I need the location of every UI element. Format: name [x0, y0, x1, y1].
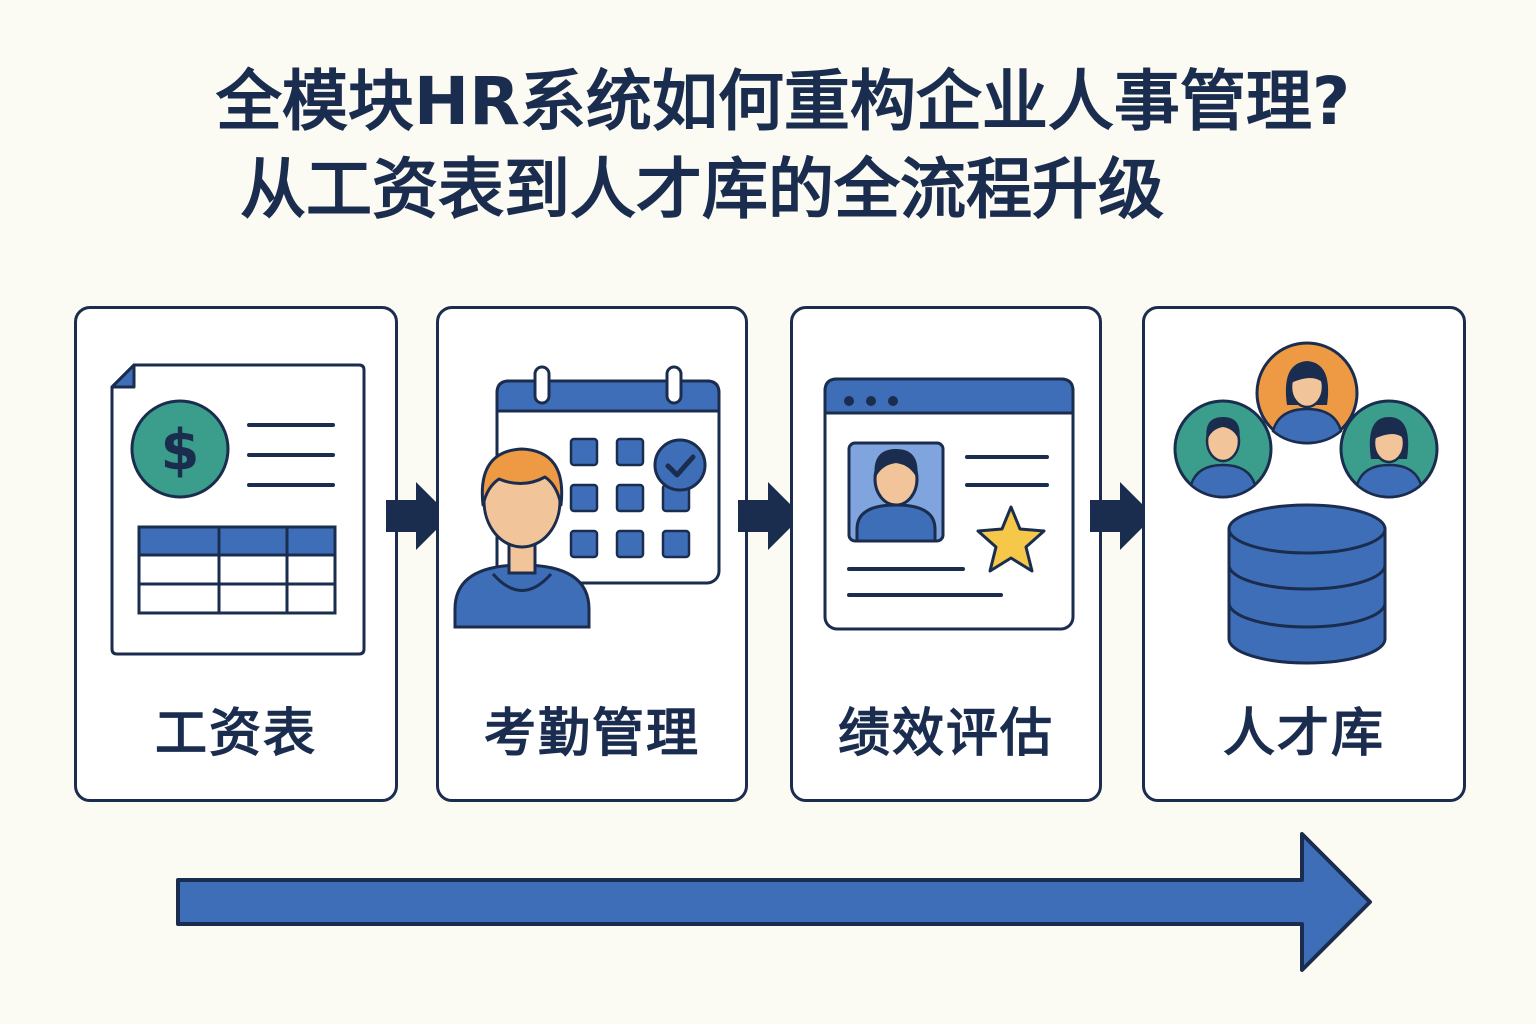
flow-arrow-icon [176, 832, 1372, 972]
step-label-performance: 绩效评估 [837, 704, 1054, 764]
step-card-performance: 绩效评估 [790, 306, 1102, 802]
step-label-attendance: 考勤管理 [483, 704, 700, 764]
title-line-1: 全模块HR系统如何重构企业人事管理? [215, 63, 1351, 140]
attendance-calendar-icon [453, 365, 721, 629]
talent-database-icon [1173, 341, 1439, 665]
step-card-payroll: $ 工资表 [74, 306, 398, 802]
step-card-attendance: 考勤管理 [436, 306, 748, 802]
performance-profile-icon [823, 377, 1075, 631]
title-line-2: 从工资表到人才库的全流程升级 [240, 151, 1164, 228]
step-arrow-icon [738, 482, 802, 550]
step-card-talent: 人才库 [1142, 306, 1466, 802]
step-label-payroll: 工资表 [154, 704, 317, 764]
step-label-talent: 人才库 [1222, 704, 1385, 764]
payroll-sheet-icon: $ [110, 363, 366, 656]
svg-text:$: $ [161, 418, 200, 483]
step-arrow-icon [386, 482, 450, 550]
step-arrow-icon [1090, 482, 1154, 550]
